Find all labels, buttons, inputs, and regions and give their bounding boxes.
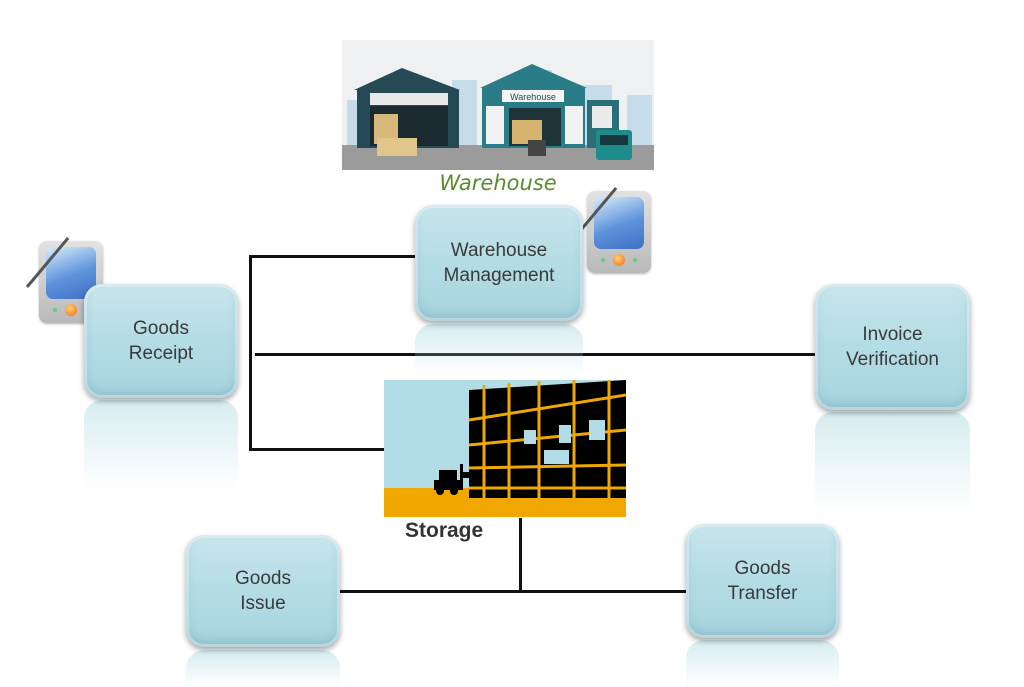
- goods-transfer-reflection: [686, 640, 839, 687]
- node-label-line: Warehouse: [450, 240, 548, 261]
- warehouse-caption: Warehouse: [439, 171, 557, 195]
- node-label-line: Invoice: [862, 324, 923, 345]
- connector-to-storage: [249, 448, 385, 451]
- node-label-line: Transfer: [727, 583, 798, 604]
- storage-caption: Storage: [405, 519, 484, 542]
- node-label-line: Goods: [133, 318, 189, 339]
- node-label-line: Goods: [734, 558, 791, 579]
- goods-receipt-reflection: [84, 400, 238, 490]
- warehouse-sign-text: Warehouse: [510, 92, 556, 102]
- storage-illustration: [384, 380, 626, 517]
- node-label-line: Issue: [240, 593, 286, 614]
- tablet-device-icon: [573, 187, 651, 273]
- connector-to-warehouse-management: [249, 255, 416, 258]
- connector-storage-down: [519, 518, 522, 592]
- goods-issue-reflection: [186, 650, 340, 687]
- node-label-line: Management: [443, 265, 555, 286]
- node-label-line: Receipt: [128, 343, 194, 364]
- connector-issue-transfer: [340, 590, 686, 593]
- storage-scene: [384, 380, 626, 517]
- warehouse-illustration: Warehouse: [342, 40, 654, 170]
- warehouse-management-reflection: [415, 324, 583, 374]
- invoice-verification-reflection: [815, 412, 970, 512]
- warehouse-scene: Warehouse: [342, 40, 654, 170]
- connector-vertical-left: [249, 255, 252, 451]
- node-label-line: Verification: [846, 349, 939, 370]
- node-label-line: Goods: [235, 568, 291, 589]
